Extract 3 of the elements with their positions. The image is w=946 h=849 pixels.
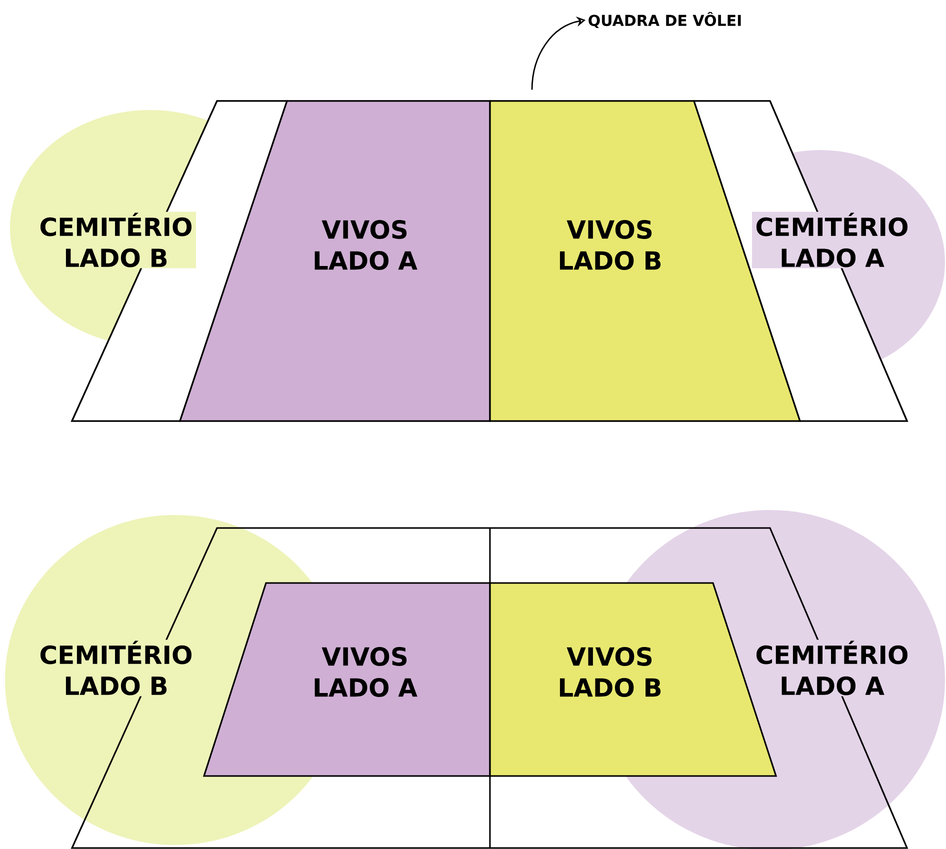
zone-label: CEMITÉRIO LADO A (752, 640, 912, 696)
zone-label: CEMITÉRIO LADO B (36, 640, 196, 696)
callout-text: QUADRA DE VÔLEI (588, 12, 741, 28)
